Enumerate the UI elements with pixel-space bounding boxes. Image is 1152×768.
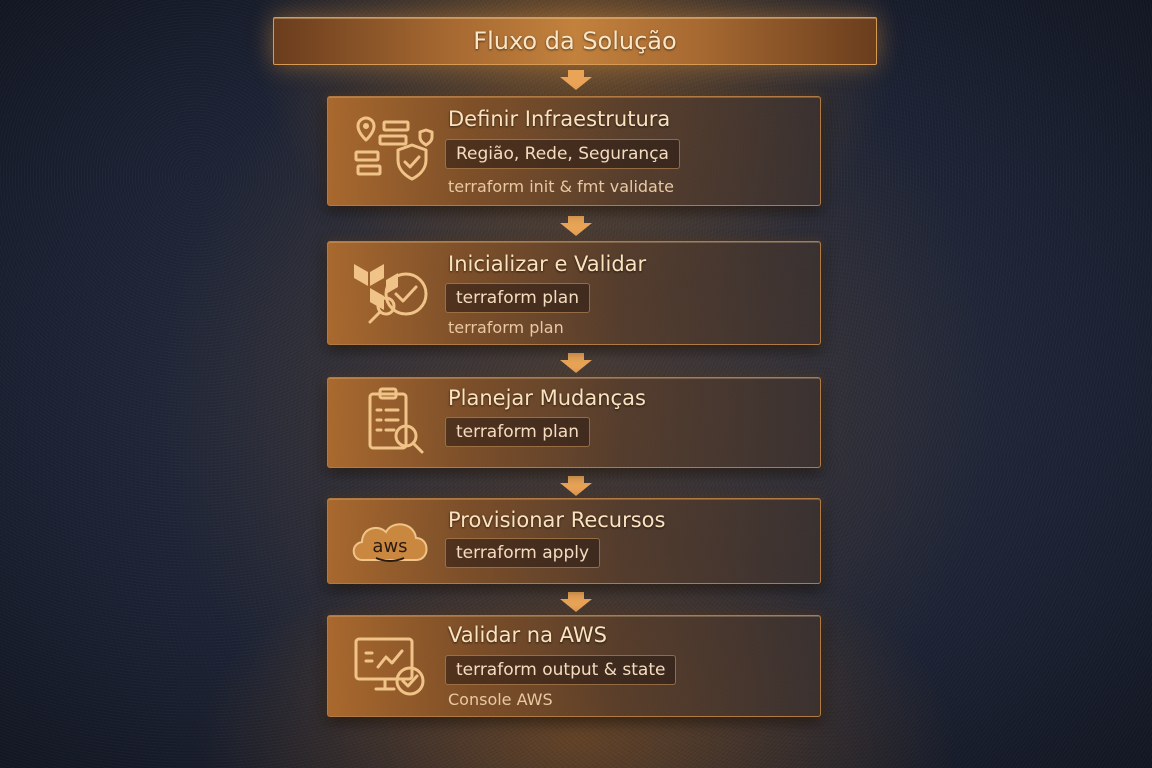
step-card-initialize-validate: Inicializar e Validar terraform plan ter… [327,241,821,345]
step-card-provision-resources: aws Provisionar Recursos terraform apply [327,498,821,584]
clipboard-search-icon [368,387,424,453]
step-command-badge: terraform plan [445,283,590,313]
step-title: Planejar Mudanças [448,386,646,410]
down-arrow-icon [560,592,592,612]
step-command-badge: Região, Rede, Segurança [445,139,680,169]
terraform-validate-icon [354,264,428,324]
down-arrow-icon [560,353,592,373]
step-card-define-infrastructure: Definir Infraestrutura Região, Rede, Seg… [327,96,821,206]
step-command-badge: terraform plan [445,417,590,447]
aws-cloud-icon: aws [352,523,428,562]
step-command-badge: terraform output & state [445,655,677,685]
step-title: Validar na AWS [448,623,607,647]
svg-text:aws: aws [372,536,407,557]
step-title: Provisionar Recursos [448,508,666,532]
step-title: Inicializar e Validar [448,252,647,276]
step-card-validate-aws: Validar na AWS terraform output & state … [327,615,821,717]
step-subline: terraform init & fmt validate [448,177,674,196]
flow-title: Fluxo da Solução [473,27,677,55]
down-arrow-icon [560,216,592,236]
step-title: Definir Infraestrutura [448,107,671,131]
infrastructure-shield-icon [354,116,434,181]
step-card-plan-changes: Planejar Mudanças terraform plan [327,377,821,468]
down-arrow-icon [560,70,592,90]
down-arrow-icon [560,476,592,496]
step-subline: terraform plan [448,318,564,337]
step-subline: Console AWS [448,690,553,709]
monitor-check-icon [354,637,425,696]
step-command-badge: terraform apply [445,538,601,568]
flow-title-banner: Fluxo da Solução [273,17,877,65]
